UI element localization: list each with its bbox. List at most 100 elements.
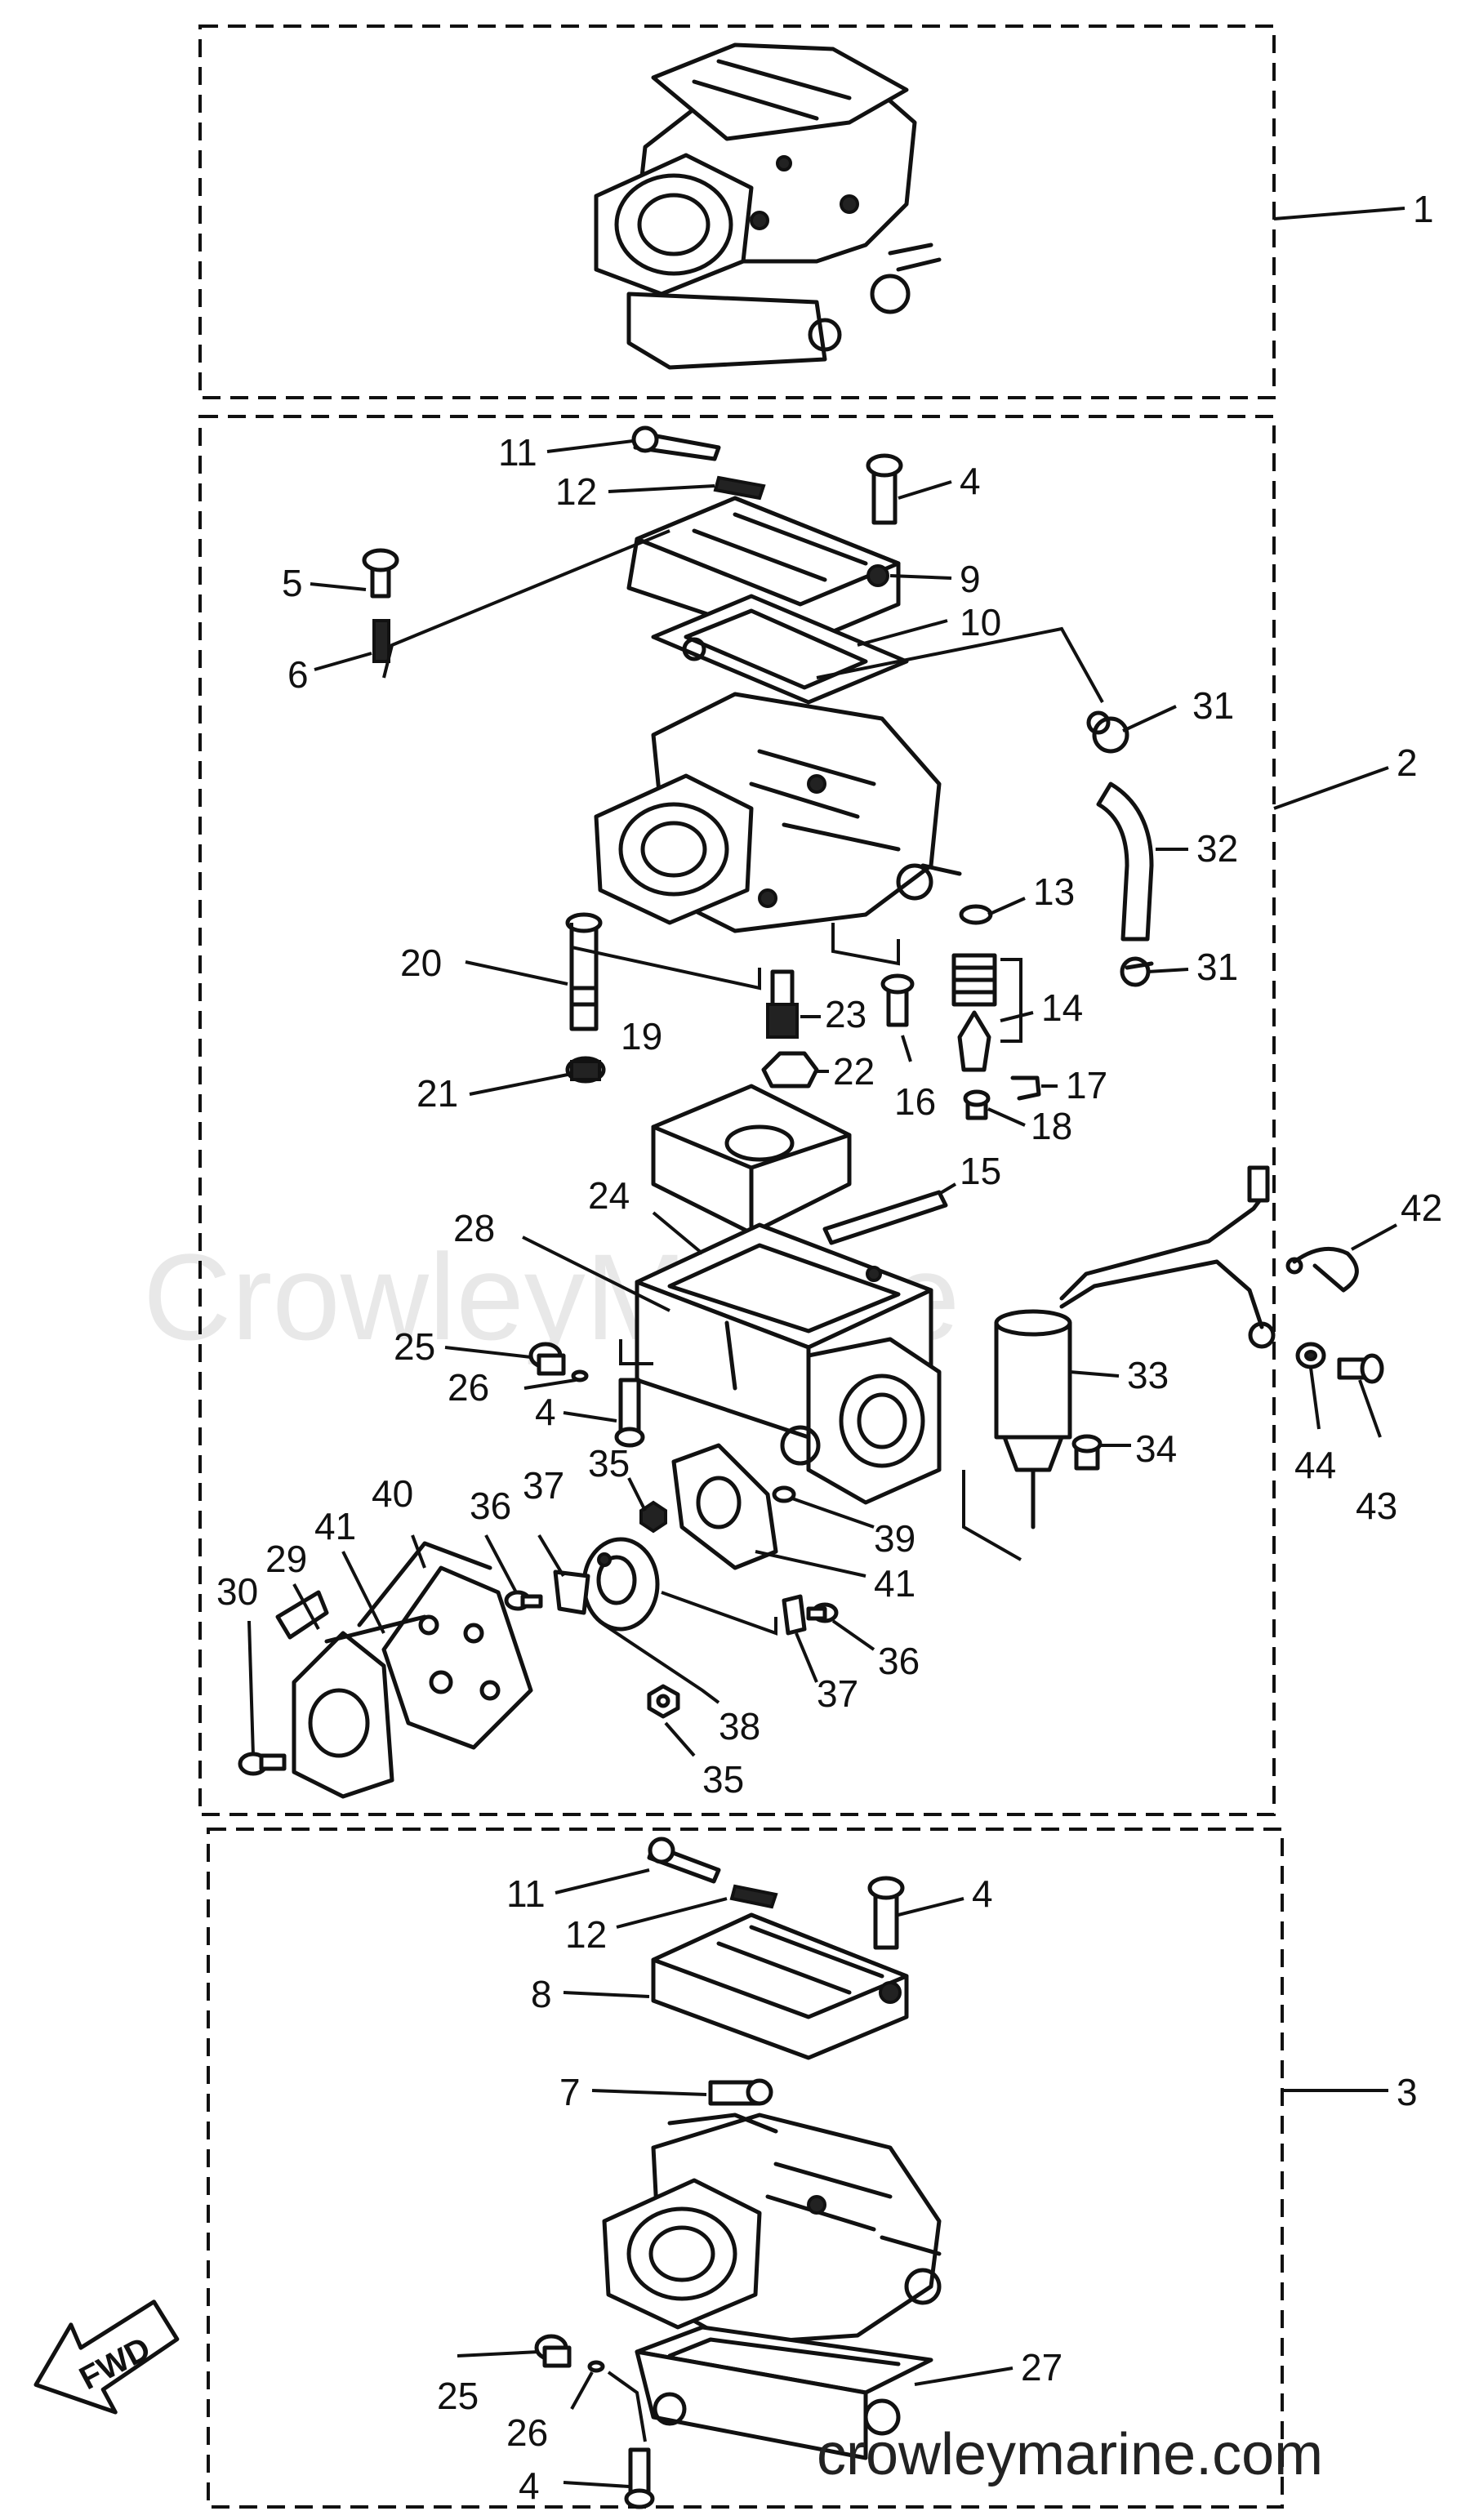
callout-34: 34 [1135, 1427, 1177, 1470]
screw-4-bottom [624, 2447, 655, 2509]
callout-19: 19 [621, 1015, 662, 1057]
callout-4: 4 [960, 460, 981, 502]
carburetor-assembly-1 [594, 42, 942, 370]
gasket-40 [381, 1565, 533, 1750]
callout-10: 10 [960, 601, 1001, 643]
check-valve-37-right [782, 1594, 807, 1636]
callout-3: 3 [1397, 2071, 1418, 2113]
callout-31-top: 31 [1192, 684, 1234, 727]
screw-11 [631, 425, 721, 461]
bolt-43 [1337, 1353, 1384, 1384]
callout-37: 37 [817, 1672, 858, 1715]
o-ring-26 [571, 1369, 589, 1382]
callout-35: 35 [588, 1442, 630, 1485]
callout-21: 21 [417, 1072, 458, 1115]
screw-36-right [806, 1602, 839, 1623]
jet-23 [766, 969, 799, 1039]
callout-36: 36 [470, 1485, 511, 1527]
callout-27: 27 [1021, 2346, 1062, 2389]
callout-32: 32 [1196, 827, 1238, 870]
assembly-frame-2 [198, 415, 1276, 1816]
solenoid-33 [994, 1165, 1276, 1529]
callout-20: 20 [400, 942, 442, 984]
spring-12-lower [729, 1884, 778, 1909]
callout-4: 4 [535, 1391, 556, 1433]
callout-17: 17 [1066, 1064, 1107, 1106]
callout-26: 26 [448, 1366, 489, 1409]
carburetor-body-2 [594, 692, 962, 933]
callout-11: 11 [498, 431, 537, 474]
needle-valve-14 [951, 953, 997, 1072]
main-body-side [780, 1337, 942, 1505]
callout-31-bottom: 31 [1196, 946, 1238, 988]
jet-20 [565, 912, 603, 1031]
clip-42 [1285, 1246, 1359, 1293]
callout-39: 39 [874, 1517, 915, 1560]
callout-36: 36 [878, 1640, 920, 1682]
screw-11-lower [647, 1837, 721, 1884]
callout-6: 6 [287, 653, 309, 696]
callout-24: 24 [588, 1174, 630, 1217]
callout-1: 1 [1413, 188, 1434, 230]
callout-41: 41 [314, 1505, 356, 1547]
callout-11: 11 [506, 1872, 546, 1915]
callout-16: 16 [894, 1080, 936, 1123]
screw-4-mid [614, 1378, 645, 1448]
callout-12: 12 [555, 470, 597, 513]
callout-12: 12 [565, 1913, 607, 1956]
callout-28: 28 [453, 1207, 495, 1249]
screw-16 [880, 973, 915, 1027]
screw-4-lower [867, 1876, 905, 1950]
callout-9: 9 [960, 558, 981, 600]
float-19 [651, 1084, 852, 1236]
callout-43: 43 [1356, 1485, 1397, 1527]
check-valve-37-left [553, 1569, 590, 1615]
plug-25 [528, 1342, 566, 1376]
assembly-frame-1 [198, 24, 1276, 399]
assembly-frame-3 [207, 1828, 1284, 2509]
callout-22: 22 [833, 1050, 875, 1093]
screw-4-top [866, 453, 903, 525]
spring-6 [372, 619, 390, 663]
top-cover-9 [626, 496, 901, 648]
callout-26: 26 [506, 2411, 548, 2454]
assembly-group-1: 1 [198, 24, 1434, 399]
assembly-group-2: 11 12 4 5 9 10 6 31 2 32 13 20 31 19 23 … [198, 415, 1442, 1816]
callout-35: 35 [702, 1758, 744, 1801]
top-cover-8 [651, 1912, 909, 2060]
pin-15 [822, 1190, 948, 1245]
site-url: crowleymarine.com [817, 2422, 1323, 2487]
callout-25: 25 [437, 2375, 479, 2417]
o-ring-26-lower [587, 2360, 605, 2373]
fwd-arrow-icon: FWD [33, 2300, 180, 2415]
callout-42: 42 [1401, 1187, 1442, 1229]
spring-12 [713, 475, 766, 501]
washer-13 [959, 904, 993, 925]
valve-7 [708, 2078, 773, 2106]
clip-31-top [1086, 710, 1129, 754]
screw-5 [362, 548, 399, 599]
screw-36-left [504, 1590, 543, 1611]
pump-cover-29 [275, 1590, 427, 1799]
callout-41: 41 [874, 1562, 915, 1605]
jet-21 [565, 1056, 606, 1084]
clip-31-bottom [1120, 956, 1154, 987]
callout-2: 2 [1397, 741, 1418, 784]
washer-44 [1295, 1342, 1326, 1369]
callout-8: 8 [531, 1973, 552, 2015]
callout-23: 23 [825, 993, 866, 1035]
callout-4: 4 [972, 1872, 993, 1915]
callout-44: 44 [1294, 1444, 1336, 1486]
callout-13: 13 [1033, 870, 1075, 913]
callout-33: 33 [1127, 1354, 1169, 1396]
screw-30 [238, 1752, 287, 1776]
assembly-group-3: 11 12 4 8 7 3 27 25 26 4 [207, 1828, 1418, 2509]
callout-38: 38 [719, 1705, 760, 1748]
jet-22 [761, 1051, 819, 1089]
hose-32 [1096, 781, 1154, 942]
callout-5: 5 [282, 562, 303, 604]
callout-29: 29 [265, 1538, 307, 1580]
nut-35-bottom [647, 1684, 680, 1719]
callout-25: 25 [394, 1325, 435, 1368]
screw-18 [963, 1089, 991, 1120]
